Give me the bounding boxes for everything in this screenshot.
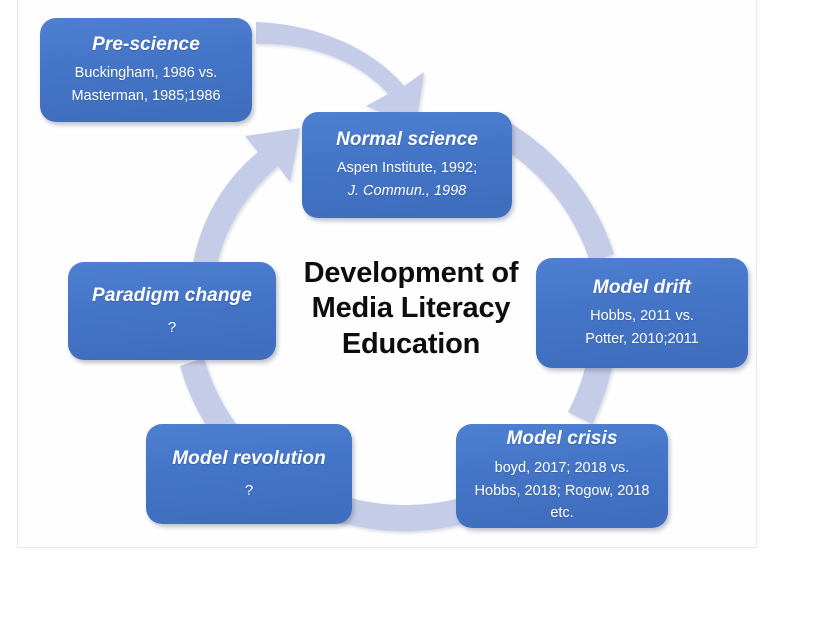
node-model-drift[interactable]: Model drift Hobbs, 2011 vs. Potter, 2010… xyxy=(536,258,748,368)
node-pre-science-line-2: Masterman, 1985;1986 xyxy=(71,87,221,104)
node-model-crisis-line-1: boyd, 2017; 2018 vs. xyxy=(494,460,630,477)
center-title-line-2: Media Literacy xyxy=(311,292,511,325)
node-model-revolution-line-1: ? xyxy=(244,482,254,500)
center-title-line-3: Education xyxy=(341,327,481,360)
node-pre-science[interactable]: Pre-science Buckingham, 1986 vs. Masterm… xyxy=(40,18,252,122)
node-model-drift-line-2: Potter, 2010;2011 xyxy=(585,330,699,347)
node-normal-science-line-1: Aspen Institute, 1992; xyxy=(336,160,478,177)
arrow-pre-science-to-normal-science xyxy=(256,22,424,126)
node-model-crisis-title: Model crisis xyxy=(506,428,618,450)
arrow-paradigm-change-to-normal-science xyxy=(192,128,300,272)
node-model-revolution[interactable]: Model revolution ? xyxy=(146,424,352,524)
node-model-drift-line-1: Hobbs, 2011 vs. xyxy=(590,308,694,325)
node-model-revolution-title: Model revolution xyxy=(172,447,326,469)
center-title: Development of Media Literacy Education xyxy=(277,256,545,362)
node-pre-science-title: Pre-science xyxy=(92,33,200,55)
node-model-drift-title: Model drift xyxy=(592,276,692,298)
node-normal-science-title: Normal science xyxy=(336,128,478,150)
node-paradigm-change-line-1: ? xyxy=(167,319,177,337)
node-normal-science-line-2: J. Commun., 1998 xyxy=(347,182,467,199)
node-paradigm-change-title: Paradigm change xyxy=(92,284,252,306)
node-normal-science[interactable]: Normal science Aspen Institute, 1992; J.… xyxy=(302,112,512,218)
node-model-crisis[interactable]: Model crisis boyd, 2017; 2018 vs. Hobbs,… xyxy=(456,424,668,528)
node-model-crisis-line-2: Hobbs, 2018; Rogow, 2018 etc. xyxy=(474,482,650,522)
node-pre-science-line-1: Buckingham, 1986 vs. xyxy=(74,65,218,82)
center-title-line-1: Development of xyxy=(303,257,519,289)
band-normal-science-to-model-drift xyxy=(491,120,614,262)
node-paradigm-change[interactable]: Paradigm change ? xyxy=(68,262,276,360)
